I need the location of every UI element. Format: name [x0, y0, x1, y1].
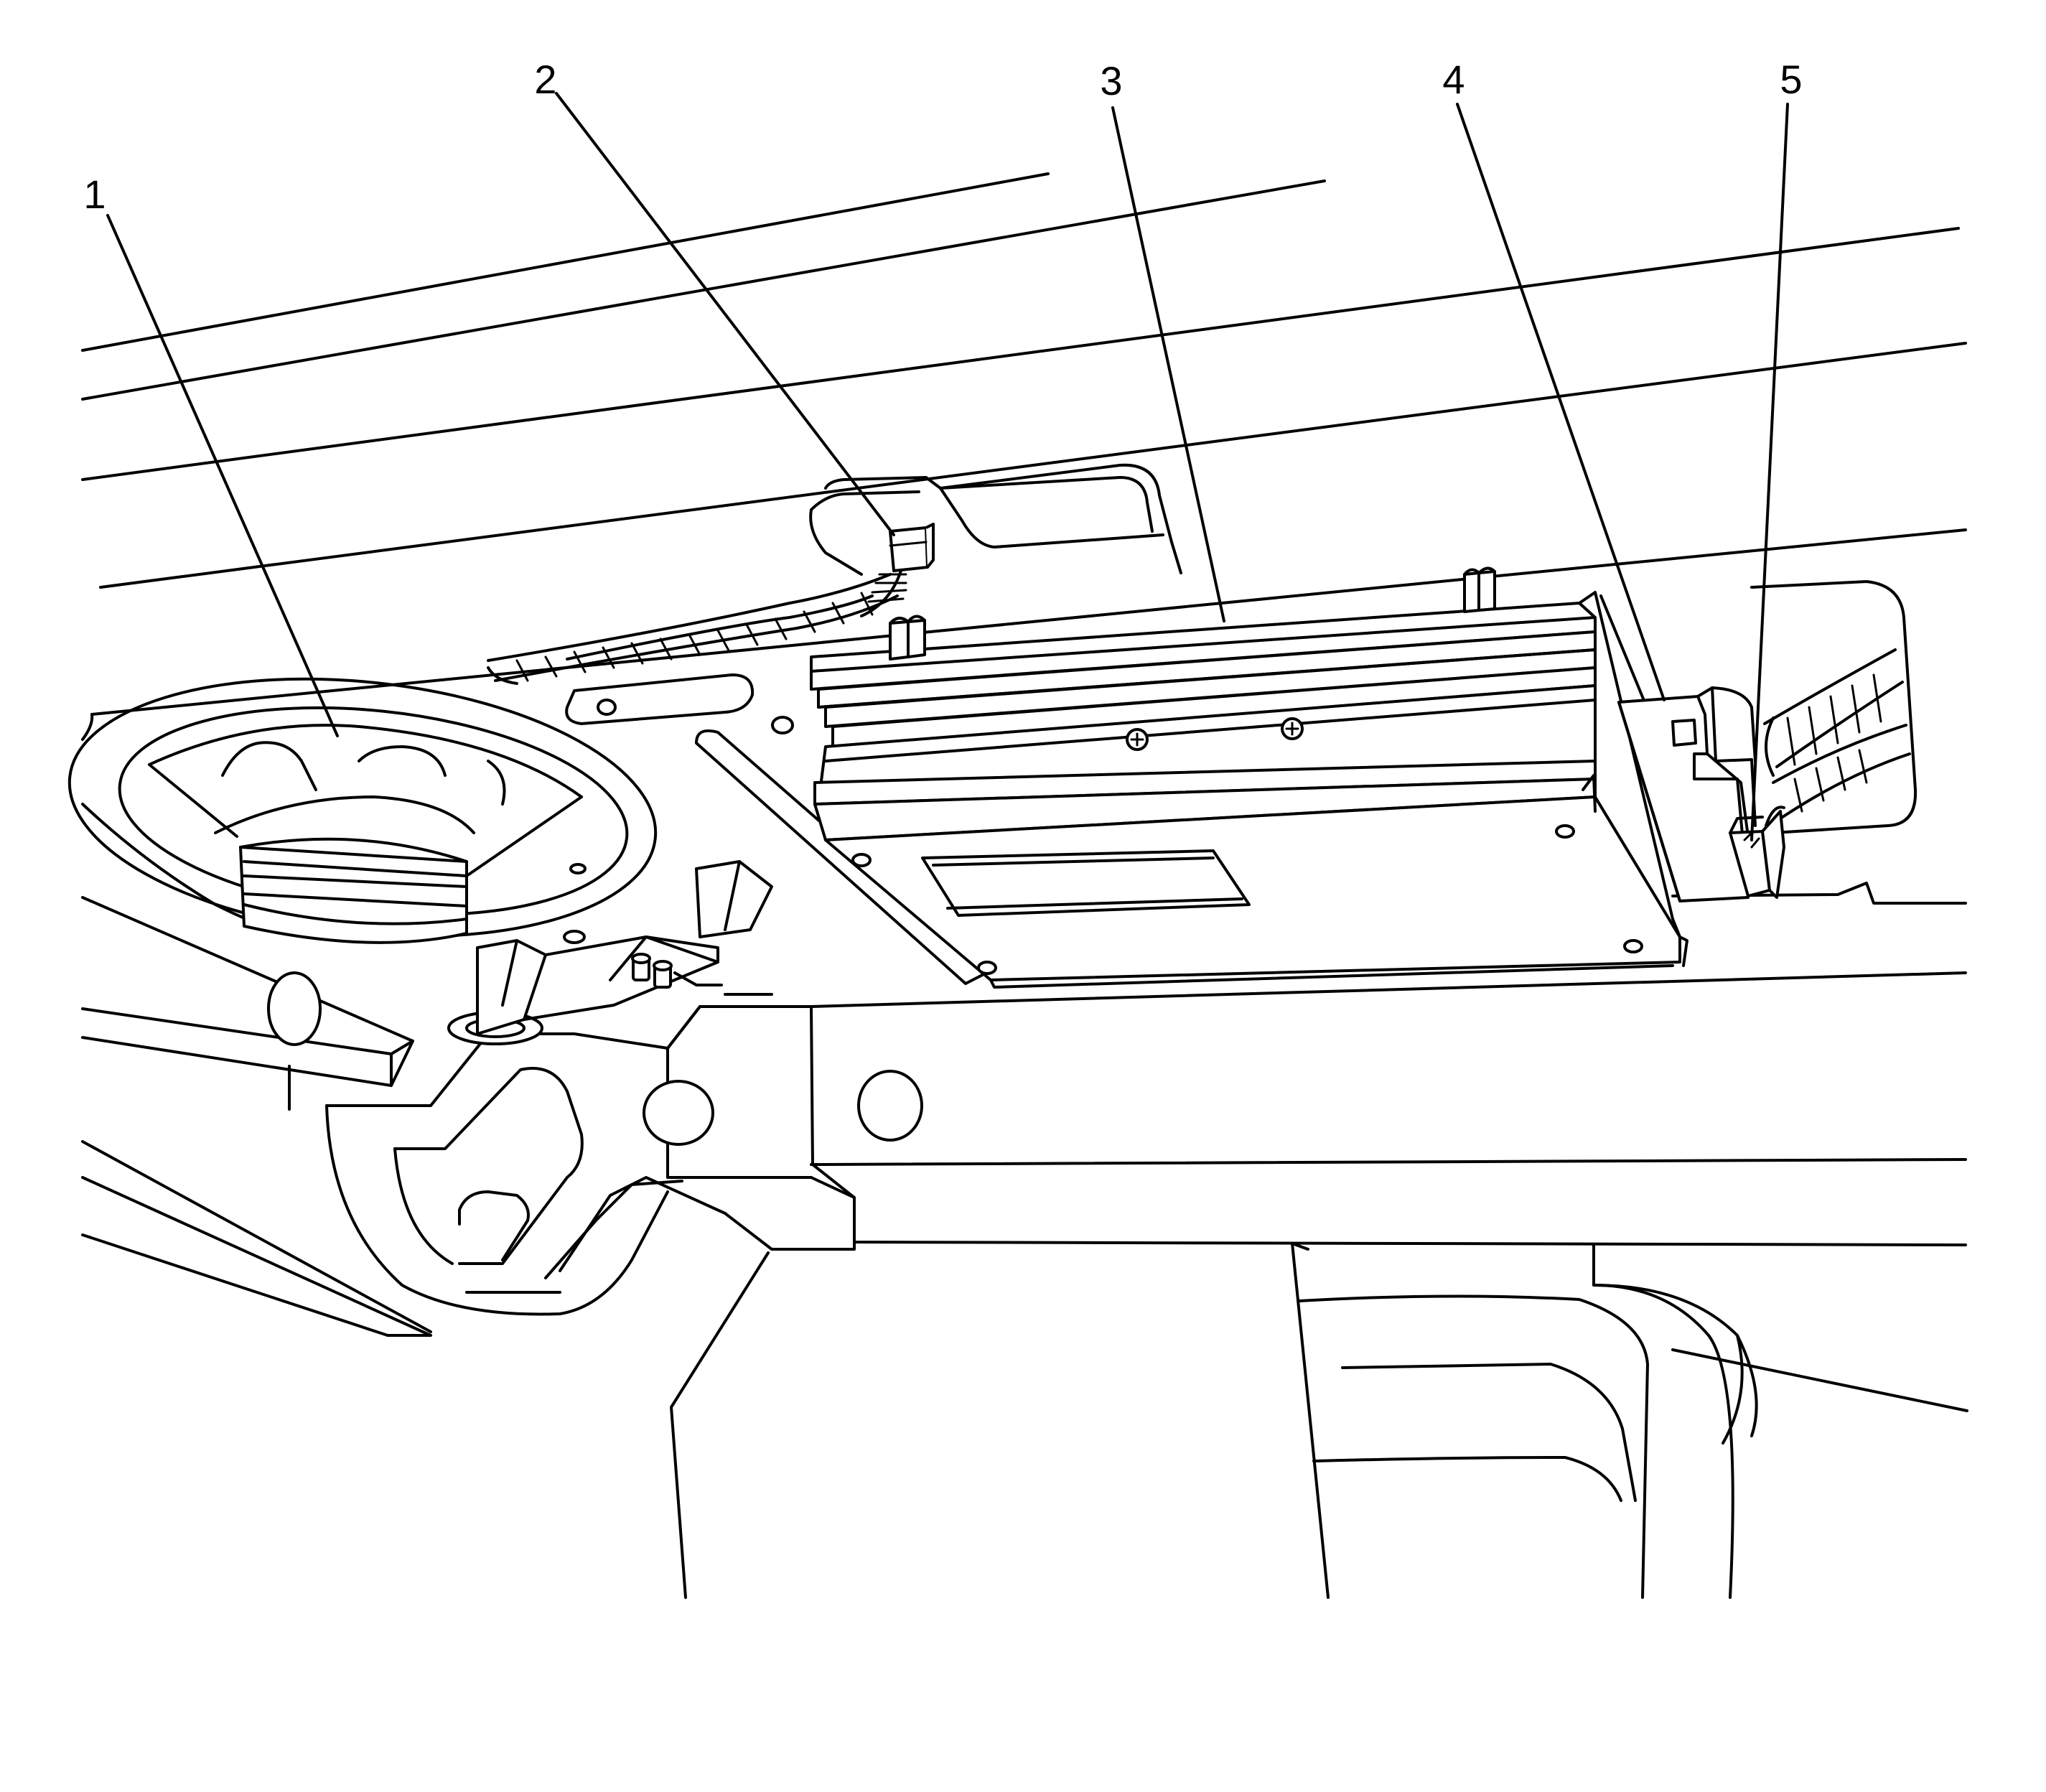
lower-structure [670, 1242, 1968, 1599]
rear-window-lines [81, 172, 1967, 716]
left-structure [81, 896, 432, 1337]
leader-lines [106, 92, 1789, 841]
leader-5 [1750, 103, 1789, 841]
leader-2 [555, 92, 895, 536]
callout-4: 4 [1442, 57, 1465, 102]
leader-3 [1111, 106, 1225, 622]
mounting-bracket [1617, 686, 1757, 902]
speaker [67, 677, 658, 944]
callout-labels: 1 2 3 4 5 [83, 57, 1802, 217]
right-harness [1763, 648, 1911, 820]
callout-5: 5 [1780, 57, 1802, 102]
callout-2: 2 [534, 57, 556, 102]
amplifier [810, 566, 1688, 989]
callout-1: 1 [83, 172, 106, 217]
left-bracket [325, 1032, 683, 1316]
wiring-harness-connector [809, 463, 1182, 617]
shelf-blocks [476, 860, 773, 1035]
speaker-harness [487, 573, 899, 682]
callout-3: 3 [1100, 58, 1122, 103]
cross-beam [559, 1005, 923, 1272]
leader-4 [1456, 103, 1666, 701]
leader-1 [106, 214, 339, 737]
mounting-studs [631, 953, 773, 996]
